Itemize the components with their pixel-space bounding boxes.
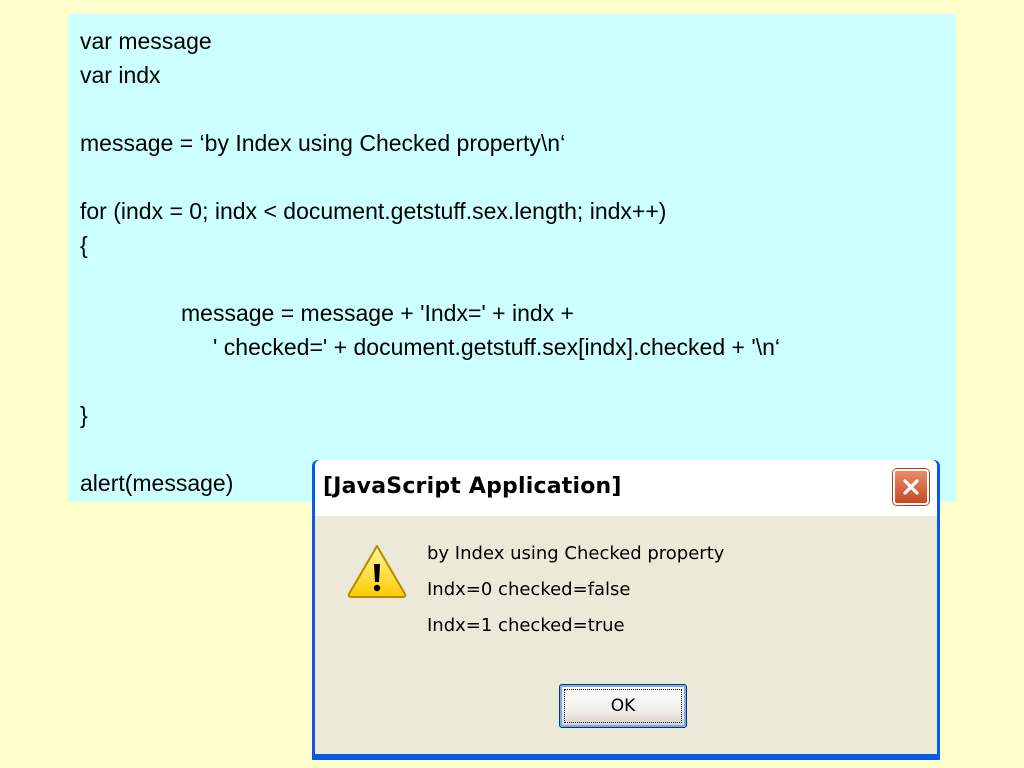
code-line: var message — [80, 28, 212, 54]
dialog-title: [JavaScript Application] — [323, 474, 622, 499]
code-panel: var message var indx message = ‘by Index… — [68, 14, 956, 502]
code-line: var indx — [80, 62, 161, 88]
warning-triangle-icon — [347, 545, 407, 598]
code-line: for (indx = 0; indx < document.getstuff.… — [80, 198, 667, 224]
alert-dialog: [JavaScript Application] by Index using … — [312, 460, 940, 760]
close-button[interactable] — [893, 469, 929, 505]
code-line: message = message + 'Indx=' + indx + — [181, 300, 574, 326]
ok-button-label: OK — [610, 696, 636, 716]
dialog-body: by Index using Checked property Indx=0 c… — [315, 516, 937, 754]
message-line: by Index using Checked property — [427, 543, 725, 564]
ok-button[interactable]: OK — [559, 684, 687, 728]
message-line: Indx=0 checked=false — [427, 579, 631, 600]
dialog-titlebar[interactable]: [JavaScript Application] — [315, 460, 937, 516]
code-line: message = ‘by Index using Checked proper… — [80, 130, 566, 156]
code-line: ' checked=' + document.getstuff.sex[indx… — [213, 334, 781, 360]
code-line — [80, 92, 956, 126]
code-line: } — [80, 402, 88, 428]
close-x-icon — [903, 479, 919, 495]
message-line: Indx=1 checked=true — [427, 615, 625, 636]
code-line — [80, 364, 956, 398]
code-line: { — [80, 232, 88, 258]
code-line: alert(message) — [80, 470, 234, 496]
code-line — [80, 160, 956, 194]
code-line — [80, 262, 956, 296]
